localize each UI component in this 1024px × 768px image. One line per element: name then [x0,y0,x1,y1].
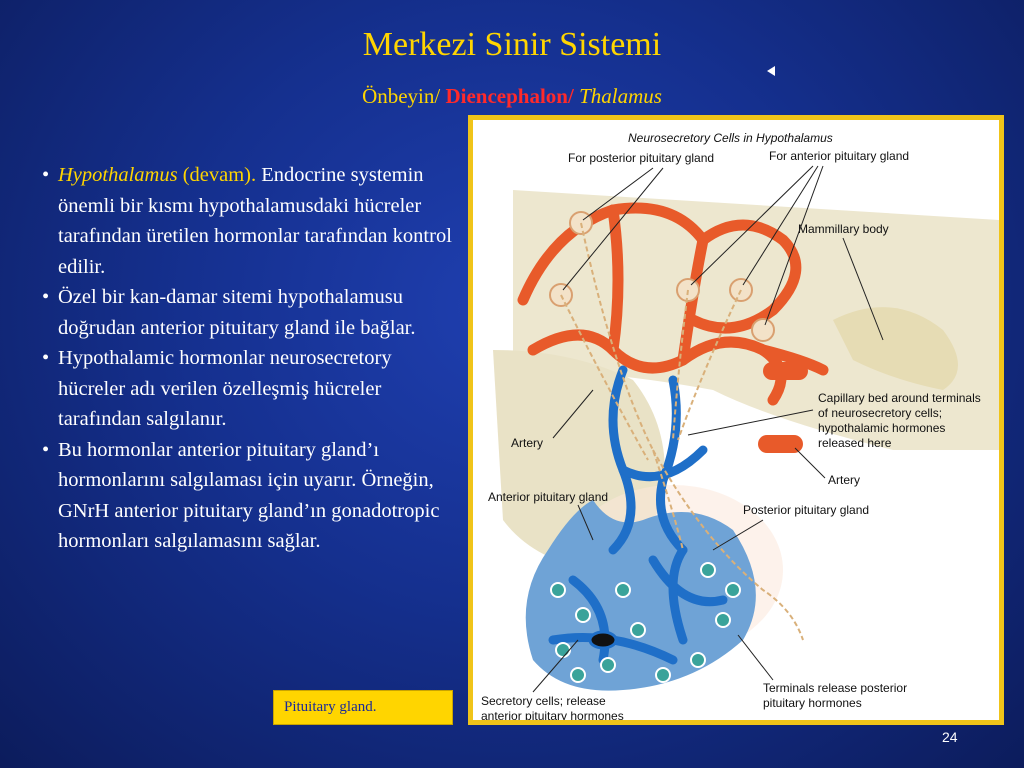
subtitle-part-thalamus: Thalamus [579,84,662,108]
portal-vein [668,545,688,645]
label-capillary-3: hypothalamic hormones [818,421,945,435]
portal-vein [656,375,688,555]
label-capillary-1: Capillary bed around terminals [818,391,981,405]
label-terminals-1: Terminals release posterior [763,681,907,695]
label-artery-right: Artery [828,473,860,487]
label-mammillary-body: Mammillary body [798,222,889,236]
artery-vessel-right-upper [763,362,808,380]
vessel-lumen [588,630,618,650]
artery-vessel-right-lower [758,435,803,453]
label-posterior-pituitary: Posterior pituitary gland [743,503,869,517]
slide-title: Merkezi Sinir Sistemi [362,26,662,63]
bullet-text: Özel bir kan-damar sitemi hypothalamusu … [58,286,416,339]
arterial-loop [757,344,829,376]
label-anterior-cells: For anterior pituitary gland [769,149,909,163]
arterial-loop [607,204,624,356]
label-terminals-2: pituitary hormones [763,696,862,710]
bullet-item: Hypothalamus (devam). Endocrine systemin… [42,160,452,282]
subtitle-part-diencephalon: Diencephalon/ [445,84,580,108]
portal-vein [648,555,728,607]
pituitary-diagram: Neurosecretory Cells in Hypothalamus For… [481,131,999,720]
bullet-item: Özel bir kan-damar sitemi hypothalamusu … [42,282,452,343]
bullet-emphasis-term: Hypothalamus [58,164,178,186]
label-secretory-2: anterior pituitary hormones [481,709,624,720]
bullet-item: Bu hormonlar anterior pituitary gland’ı … [42,435,452,557]
anterior-pituitary-shape [525,500,756,691]
figure-caption: Pituitary gland. [273,690,453,725]
back-arrow-icon[interactable] [767,66,775,76]
portal-vein [618,445,708,482]
pituitary-figure: Neurosecretory Cells in Hypothalamus For… [468,115,1004,725]
label-artery-left: Artery [511,436,543,450]
label-secretory-1: Secretory cells; release [481,694,606,708]
label-posterior-cells: For posterior pituitary gland [568,151,714,165]
figure-title: Neurosecretory Cells in Hypothalamus [628,131,833,145]
label-capillary-2: of neurosecretory cells; [818,406,942,420]
bullet-text: Hypothalamic hormonlar neurosecretory hü… [58,347,392,430]
bullet-emphasis-note: (devam). [177,164,257,186]
page-number: 24 [942,729,958,745]
portal-vein [568,575,610,665]
label-capillary-4: released here [818,436,892,450]
bullet-text: Bu hormonlar anterior pituitary gland’ı … [58,438,440,553]
mammillary-body-shape [833,307,958,390]
label-anterior-pituitary: Anterior pituitary gland [488,490,608,504]
subtitle-part-forebrain: Önbeyin/ [362,84,446,108]
slide-subtitle: Önbeyin/ Diencephalon/ Thalamus [0,84,1024,109]
bullet-text: Endocrine systemin önemli bir kısmı hypo… [58,164,452,278]
bullet-list: Hypothalamus (devam). Endocrine systemin… [42,160,452,557]
bullet-item: Hypothalamic hormonlar neurosecretory hü… [42,343,452,435]
